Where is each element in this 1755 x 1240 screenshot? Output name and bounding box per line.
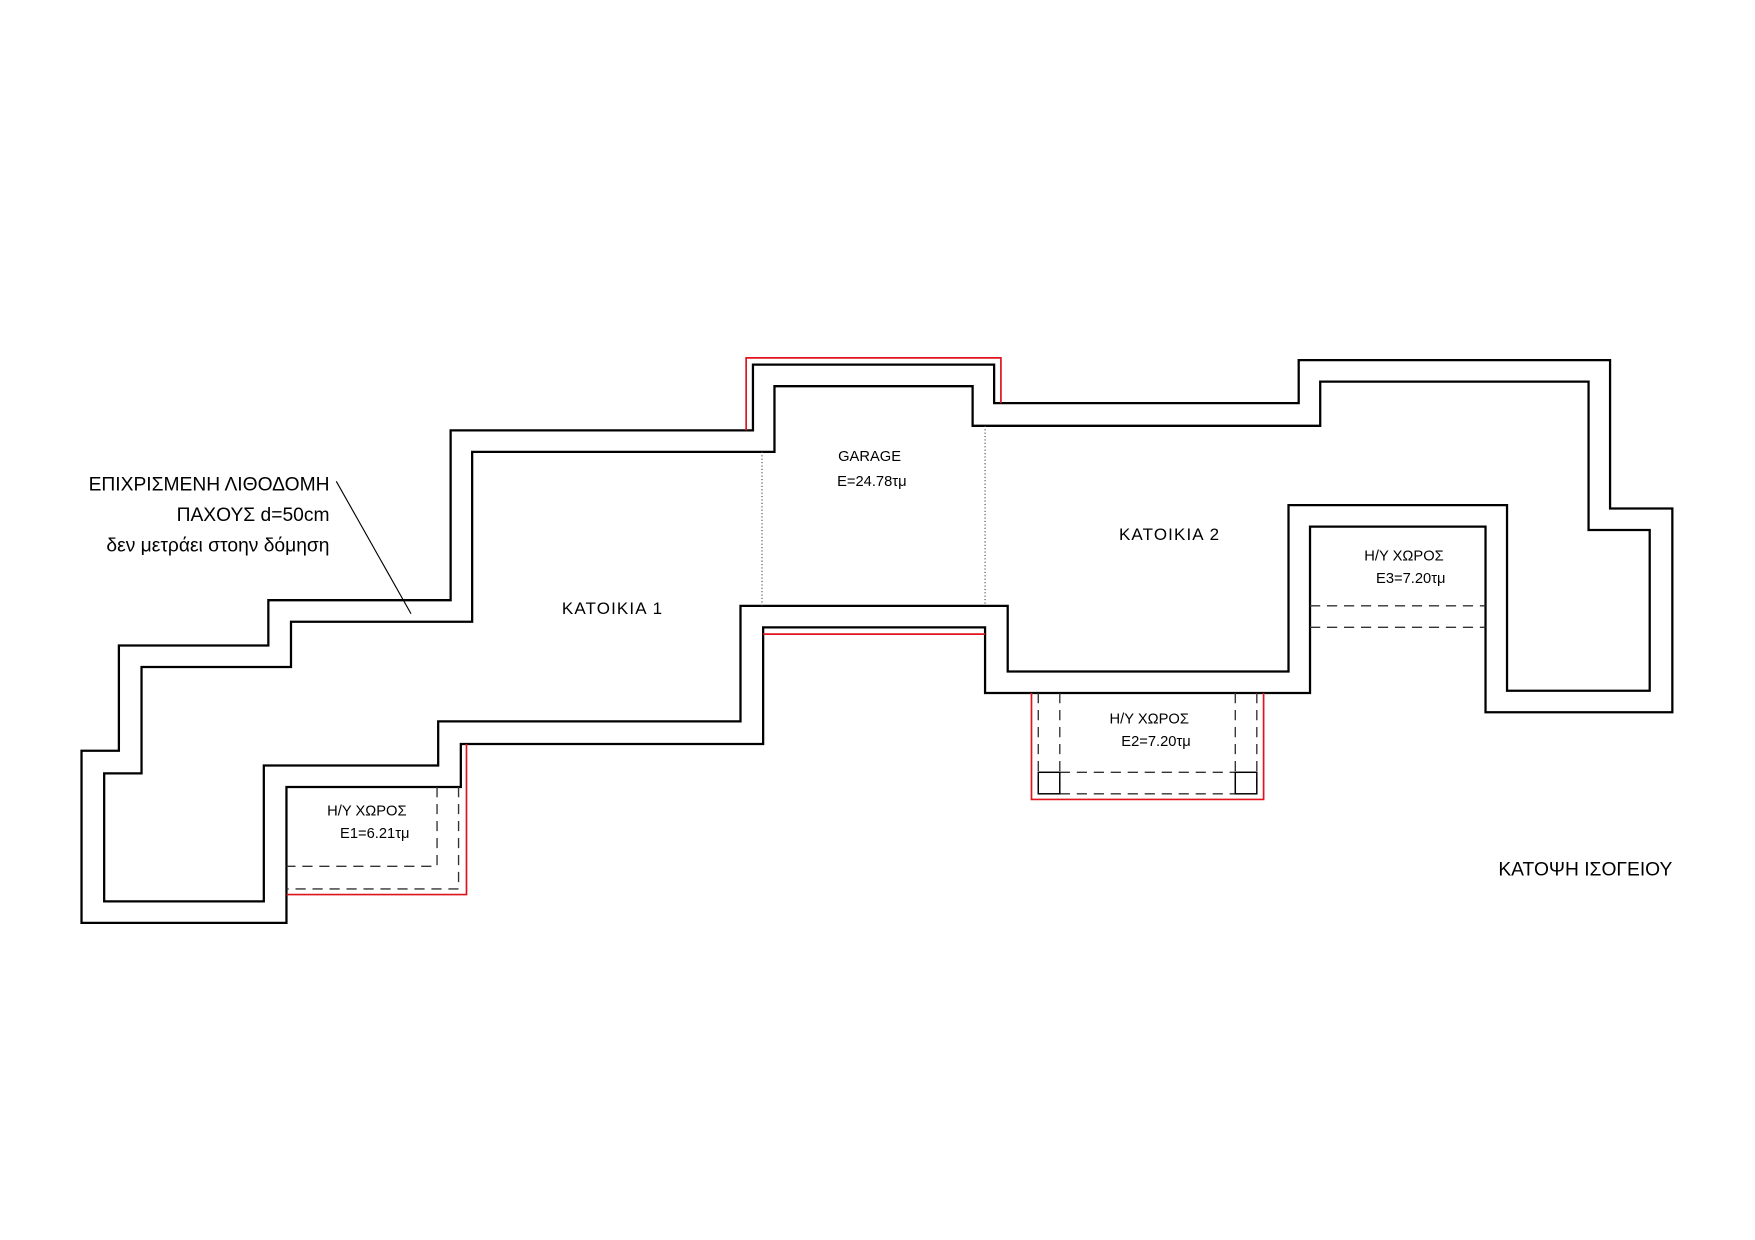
hy3-label: Η/Υ ΧΩΡΟΣ (1364, 549, 1443, 565)
property-boundary-red (286, 357, 1265, 896)
hy1-area: E1=6.21τμ (340, 826, 409, 842)
hy2-label: Η/Υ ΧΩΡΟΣ (1110, 712, 1189, 728)
drawing-title: ΚΑΤΟΨΗ ΙΣΟΓΕΙΟΥ (1498, 859, 1672, 880)
hy3-area: E3=7.20τμ (1376, 571, 1445, 587)
garage-label: GARAGE (838, 449, 901, 465)
hy2-area: E2=7.20τμ (1121, 734, 1190, 750)
columns (1037, 771, 1258, 795)
room-katoikia-1: ΚΑΤΟΙΚΙΑ 1 (562, 599, 663, 618)
dashed-overhangs (286, 605, 1486, 890)
note-line-3: δεν μετράει στοην δόμηση (106, 535, 329, 556)
inner-wall (103, 380, 1651, 903)
note-leader-line (335, 481, 412, 615)
hy1-label: Η/Υ ΧΩΡΟΣ (327, 803, 406, 819)
note-line-1: ΕΠΙΧΡΙΣΜΕΝΗ ΛΙΘΟΔΟΜΗ (89, 474, 330, 495)
room-katoikia-2: ΚΑΤΟΙΚΙΑ 2 (1119, 525, 1220, 544)
note-line-2: ΠΑΧΟΥΣ d=50cm (177, 505, 330, 526)
garage-area: E=24.78τμ (837, 474, 906, 490)
outer-wall (80, 359, 1674, 925)
garage-dividers (761, 425, 986, 606)
